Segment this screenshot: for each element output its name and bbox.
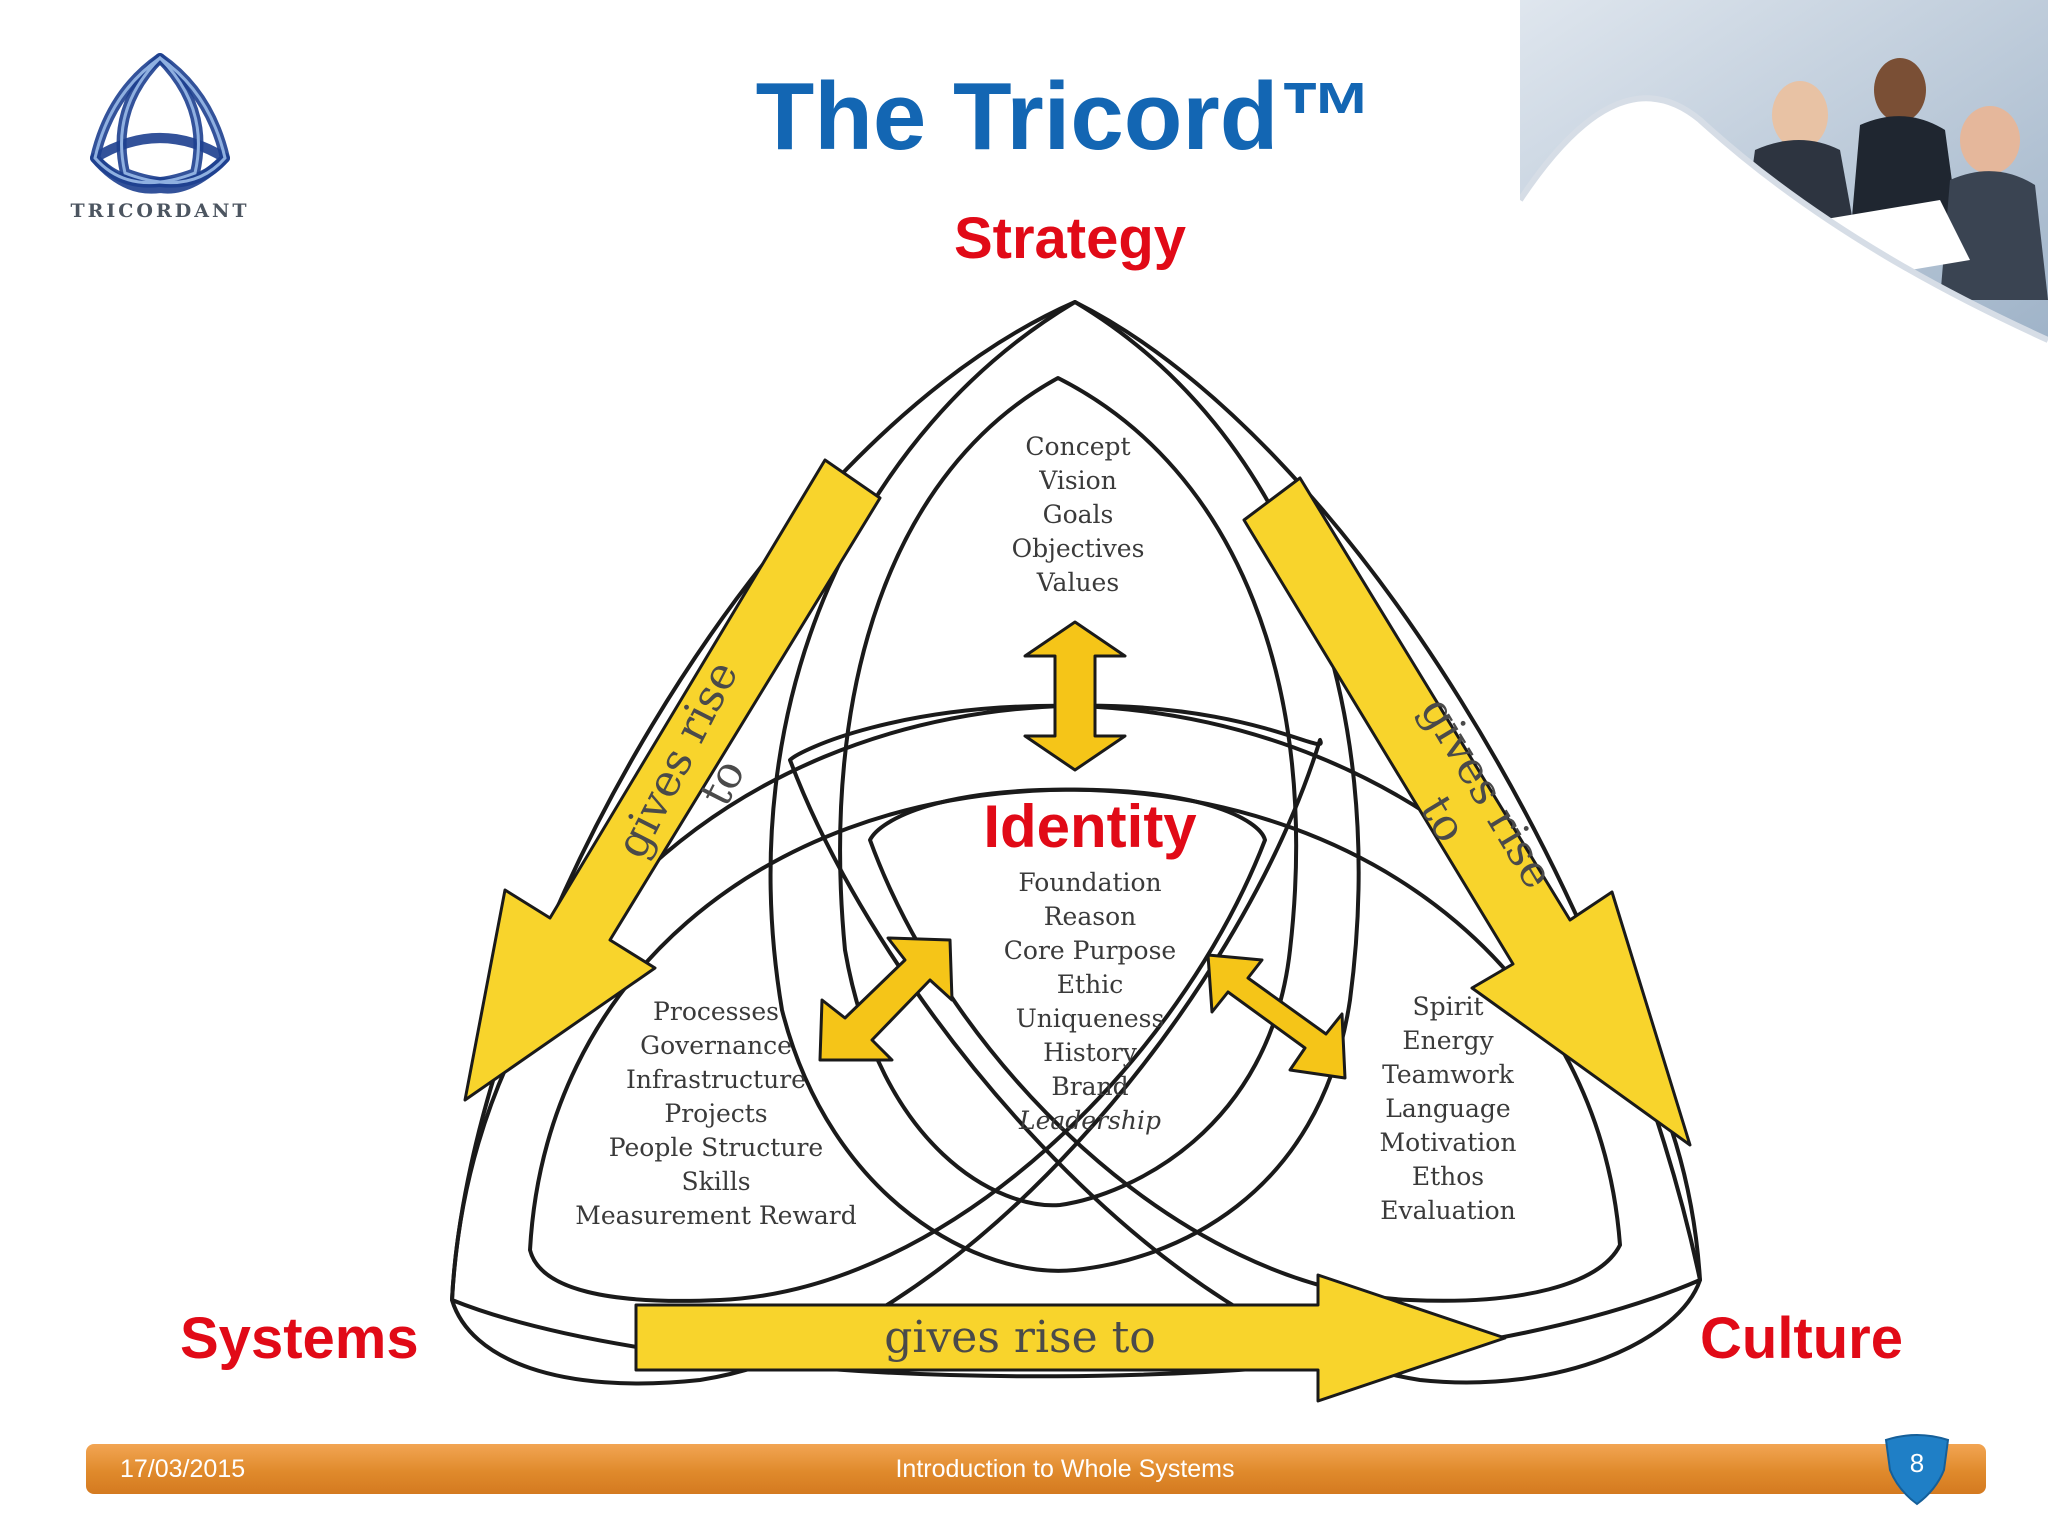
list-item: Ethic (1056, 970, 1124, 999)
page-title: The Tricord™ (755, 63, 1375, 170)
footer-date: 17/03/2015 (120, 1455, 246, 1483)
list-item: Measurement Reward (575, 1201, 857, 1230)
page-badge-icon (1884, 1434, 1950, 1506)
list-item: Values (1036, 568, 1120, 597)
list-item: Goals (1042, 500, 1114, 529)
corner-photo (1520, 0, 2048, 343)
strategy-list: Concept Vision Goals Objectives Values (950, 430, 1206, 600)
list-item: Infrastructure (626, 1065, 806, 1094)
list-item: Spirit (1412, 992, 1484, 1021)
list-item: Concept (1025, 432, 1131, 461)
list-item: People Structure (608, 1133, 824, 1162)
list-item: Projects (664, 1099, 768, 1128)
systems-list: Processes Governance Infrastructure Proj… (560, 995, 872, 1233)
bottom-arrow (634, 1273, 1507, 1403)
list-item: Evaluation (1380, 1196, 1516, 1225)
footer-title: Introduction to Whole Systems (895, 1455, 1235, 1483)
list-item: Brand (1051, 1072, 1129, 1101)
identity-strategy-double-arrow (1023, 620, 1127, 772)
list-item: Motivation (1379, 1128, 1517, 1157)
knot-systems-lobe-inner (528, 787, 1267, 1303)
list-item: Core Purpose (1003, 936, 1177, 965)
list-item: Vision (1039, 466, 1117, 495)
list-item: History (1043, 1038, 1137, 1067)
triquetra-knot-logo (90, 53, 230, 194)
systems-arrow (463, 458, 882, 1102)
knot-outer-strand (450, 300, 1702, 1379)
list-item: Reason (1043, 902, 1137, 931)
identity-systems-double-arrow (818, 936, 954, 1062)
list-item: Energy (1402, 1026, 1494, 1055)
logo-text: TRICORDANT (70, 200, 250, 222)
list-item: Foundation (1018, 868, 1162, 897)
list-item: Language (1385, 1094, 1511, 1123)
identity-label: Identity (983, 793, 1197, 860)
culture-arrow (1242, 476, 1692, 1147)
page-number: 8 (1909, 1448, 1925, 1478)
list-item: Processes (653, 997, 779, 1026)
list-item: Governance (640, 1031, 792, 1060)
knot-strategy-lobe-inner (838, 376, 1299, 1208)
culture-list: Spirit Energy Teamwork Language Motivati… (1320, 990, 1576, 1228)
bottom-arrow-label: gives rise to (884, 1312, 1156, 1363)
list-item: Teamwork (1382, 1060, 1514, 1089)
list-item: Skills (681, 1167, 751, 1196)
list-item: Ethos (1411, 1162, 1485, 1191)
strategy-label: Strategy (953, 206, 1187, 271)
identity-list: Foundation Reason Core Purpose Ethic Uni… (960, 866, 1220, 1138)
systems-label: Systems (180, 1306, 419, 1371)
list-item: Uniqueness (1015, 1004, 1165, 1033)
knot-culture-lobe-inner (868, 787, 1622, 1303)
footer-bar (86, 1444, 1986, 1494)
identity-culture-double-arrow (1206, 953, 1347, 1080)
list-item: Leadership (1019, 1106, 1161, 1135)
culture-label: Culture (1700, 1306, 1903, 1371)
list-item: Objectives (1011, 534, 1145, 563)
